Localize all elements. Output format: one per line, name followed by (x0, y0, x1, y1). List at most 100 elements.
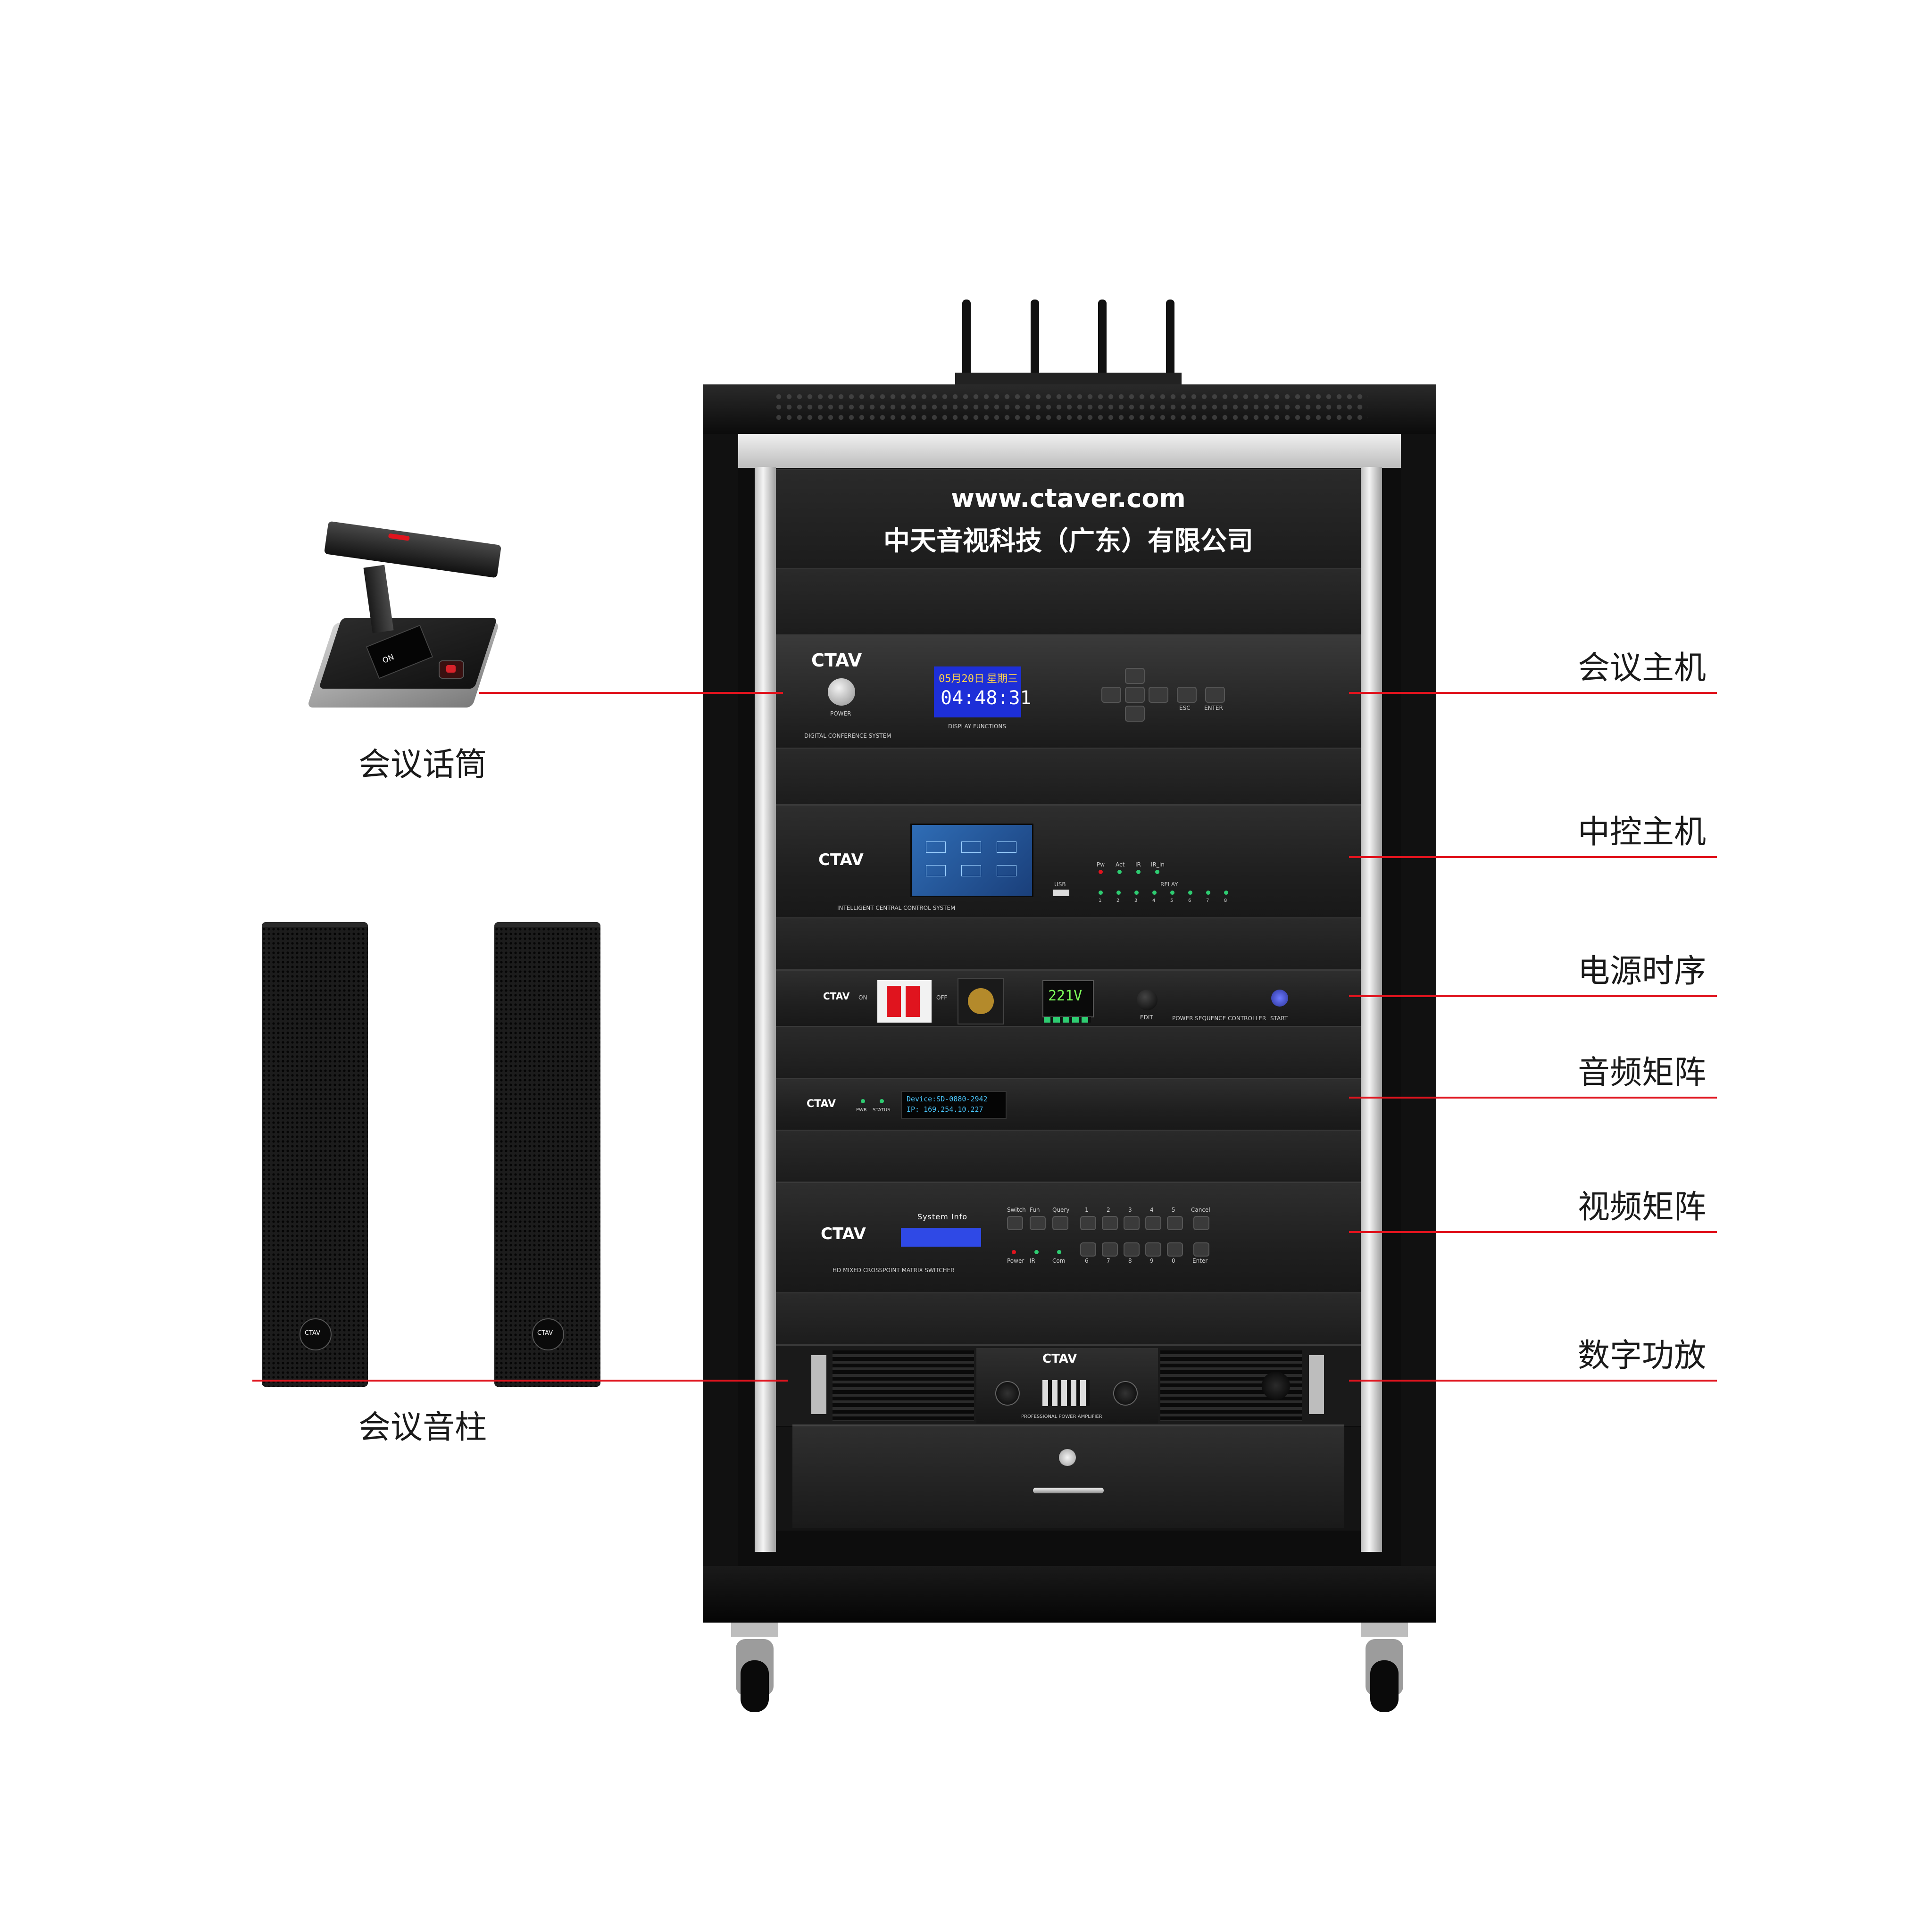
nav-right-button[interactable] (1149, 687, 1168, 703)
system-label: PROFESSIONAL POWER AMPLIFIER (1021, 1414, 1102, 1419)
gain-knob-right[interactable] (1113, 1381, 1138, 1406)
keypad-number: 0 (1172, 1257, 1175, 1264)
display-weekday: 星期三 (987, 673, 1018, 685)
speaker-brand: CTAV (537, 1330, 553, 1337)
number-button[interactable] (1167, 1216, 1183, 1230)
antenna (1166, 300, 1174, 382)
leader-line-video-matrix (1349, 1231, 1717, 1233)
amp-power-switch[interactable] (1262, 1372, 1290, 1400)
info-display (901, 1228, 981, 1247)
blank-panel (776, 1130, 1361, 1183)
rack-left-post (703, 434, 738, 1566)
status-led (1057, 1250, 1061, 1254)
label-microphone: 会议话筒 (358, 746, 487, 783)
keypad-number: 3 (1128, 1207, 1132, 1213)
column-speaker-left: CTAV (262, 922, 368, 1387)
relay-number: 4 (1152, 898, 1156, 903)
pwr-led (861, 1099, 865, 1103)
enter-button[interactable] (1205, 687, 1225, 703)
rack-base (703, 1566, 1436, 1623)
system-label: HD MIXED CROSSPOINT MATRIX SWITCHER (833, 1267, 955, 1274)
leader-line-central-control (1349, 856, 1717, 858)
level-meter (1042, 1380, 1090, 1406)
enter-button[interactable] (1193, 1242, 1209, 1257)
relay-number: 7 (1206, 898, 1209, 903)
edit-knob[interactable] (1137, 990, 1158, 1010)
ctav-logo: CTAV (821, 1224, 866, 1243)
mic-talk-button[interactable] (439, 660, 464, 679)
keypad-number: 8 (1128, 1257, 1132, 1264)
cancel-button[interactable] (1193, 1216, 1209, 1230)
number-button[interactable] (1102, 1242, 1118, 1257)
esc-button[interactable] (1177, 687, 1197, 703)
power-sequencer-unit: CTAV ON OFF 221V EDIT POWER SEQUENCE CON… (776, 969, 1361, 1029)
esc-label: ESC (1179, 705, 1191, 711)
amplifier-unit: CTAV PROFESSIONAL POWER AMPLIFIER (776, 1344, 1361, 1427)
off-label: OFF (936, 994, 948, 1001)
function-button[interactable] (1007, 1216, 1023, 1230)
screen-tile (926, 865, 946, 876)
relay-led (1152, 891, 1157, 895)
number-button[interactable] (1145, 1242, 1161, 1257)
rack-top-rail (738, 434, 1401, 468)
keypad-number: 1 (1085, 1207, 1089, 1213)
status-led (880, 1099, 884, 1103)
status-led (1155, 870, 1159, 874)
number-button[interactable] (1080, 1216, 1096, 1230)
leader-line-conference-host (1349, 692, 1717, 694)
number-button[interactable] (1124, 1242, 1140, 1257)
number-button[interactable] (1102, 1216, 1118, 1230)
label-amplifier: 数字功放 (1578, 1337, 1707, 1374)
conference-microphone: ON (302, 519, 509, 717)
number-button[interactable] (1124, 1216, 1140, 1230)
function-button[interactable] (1030, 1216, 1046, 1230)
start-label: START (1270, 1015, 1288, 1022)
relay-label: RELAY (1160, 881, 1178, 888)
antenna (1098, 300, 1107, 382)
rack-right-post (1401, 434, 1436, 1566)
keypad-number: 7 (1107, 1257, 1110, 1264)
blank-panel (776, 568, 1361, 635)
rack-drawer[interactable] (792, 1424, 1344, 1528)
drawer-lock[interactable] (1059, 1449, 1076, 1466)
nav-up-button[interactable] (1125, 668, 1145, 684)
number-button[interactable] (1080, 1242, 1096, 1257)
edit-label: EDIT (1140, 1014, 1153, 1021)
nav-left-button[interactable] (1101, 687, 1121, 703)
status-led (1117, 870, 1122, 874)
blank-panel (776, 917, 1361, 970)
breaker-switch[interactable] (906, 986, 920, 1017)
nav-down-button[interactable] (1125, 706, 1145, 722)
keypad-number: 2 (1107, 1207, 1110, 1213)
drawer-handle[interactable] (1033, 1488, 1104, 1493)
rack-top-vent (774, 391, 1368, 422)
company-name: 中天音视科技（广东）有限公司 (883, 526, 1253, 557)
label-speaker: 会议音柱 (358, 1409, 487, 1446)
screen-tile (961, 841, 981, 853)
amp-handle-right[interactable] (1309, 1355, 1324, 1414)
speaker-logo-badge: CTAV (300, 1318, 332, 1350)
usb-port[interactable] (1053, 890, 1069, 896)
power-knob[interactable] (828, 678, 855, 706)
amp-handle-left[interactable] (811, 1355, 826, 1414)
antenna (962, 300, 971, 382)
touch-screen[interactable] (910, 824, 1033, 897)
power-outlet[interactable] (958, 978, 1004, 1024)
status-label: IR (1030, 1257, 1035, 1264)
cancel-label: Cancel (1191, 1207, 1210, 1213)
circuit-breaker[interactable] (877, 980, 932, 1023)
number-button[interactable] (1167, 1242, 1183, 1257)
relay-number: 5 (1170, 898, 1174, 903)
speaker-brand: CTAV (305, 1330, 320, 1337)
column-speaker-right: CTAV (494, 922, 600, 1387)
breaker-switch[interactable] (887, 986, 901, 1017)
start-button[interactable] (1271, 990, 1288, 1007)
number-button[interactable] (1145, 1216, 1161, 1230)
blank-panel (776, 1026, 1361, 1079)
function-button[interactable] (1052, 1216, 1068, 1230)
gain-knob-left[interactable] (995, 1381, 1020, 1406)
nav-center-button[interactable] (1125, 687, 1145, 703)
keypad-number: 4 (1150, 1207, 1154, 1213)
